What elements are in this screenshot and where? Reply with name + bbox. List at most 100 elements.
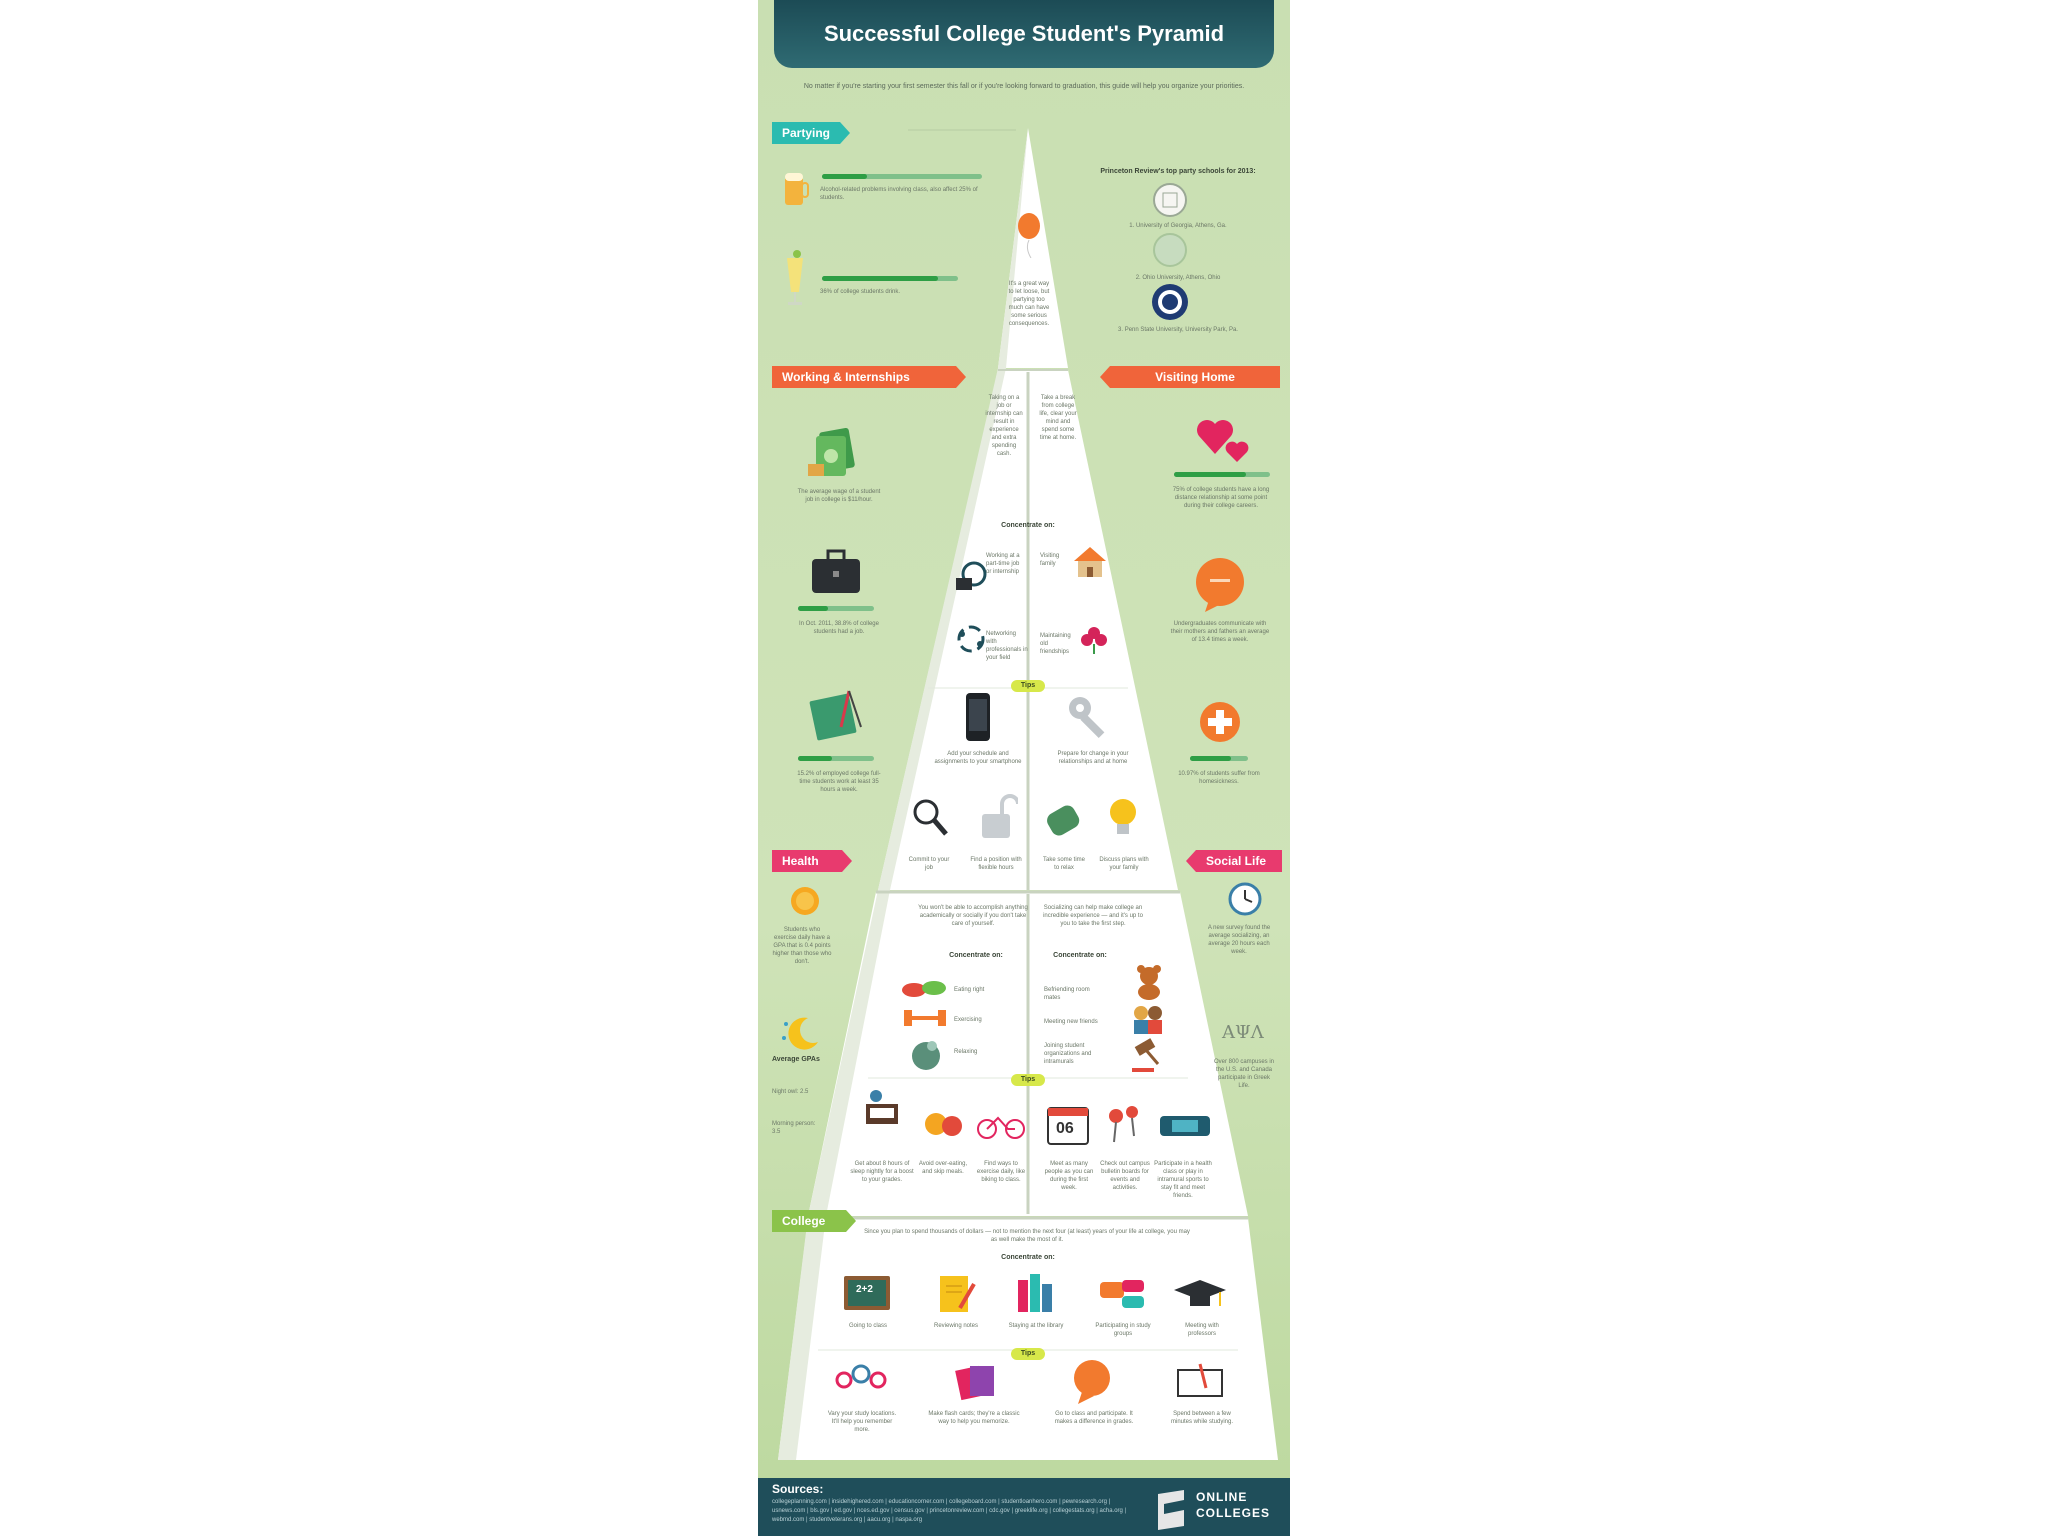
health-tip-3: Find ways to exercise daily, like biking… [976,1161,1026,1183]
calendar-day: 06 [1056,1120,1074,1137]
clock-icon [1228,882,1262,916]
health-stat-1: Students who exercise daily have a GPA t… [772,927,832,965]
college-tip-3: Go to class and participate. It makes a … [1054,1411,1134,1425]
social-stat-1: A new survey found the average socializi… [1207,925,1271,955]
college-concentrate-4: Participating in study groups [1095,1323,1151,1337]
logo-line-2: COLLEGES [1196,1506,1271,1520]
college-tip-2: Make flash cards; they're a classic way … [928,1411,1020,1425]
social-concentrate-1: Befriending room mates [1044,987,1090,1001]
smartphone-icon [964,692,992,742]
working-stat-3: 15.2% of employed college full-time stud… [797,771,881,793]
social-life-tag: Social Life [1186,850,1282,872]
chat-icon [1098,1278,1148,1312]
ticket-icon [1158,1112,1212,1140]
clock-briefcase-icon [954,560,988,594]
partying-bar-1 [822,174,982,179]
visiting-tip-2: Take some time to relax [1042,857,1085,871]
pushpin-icon [1104,1102,1144,1146]
key-icon [1066,694,1116,744]
social-tip-2: Check out campus bulletin boards for eve… [1100,1161,1150,1191]
working-tip-1: Add your schedule and assignments to you… [934,751,1022,765]
teddy-bear-icon [1132,964,1166,1000]
visiting-bar-2 [1190,756,1248,761]
social-stat-2: Over 800 campuses in the U.S. and Canada… [1213,1059,1275,1089]
partying-stat-2: 36% of college students drink. [820,289,901,295]
college-tag: College [772,1210,856,1232]
partying-stat-1: Alcohol-related problems involving class… [820,187,978,201]
college-concentrate-1: Going to class [848,1323,888,1329]
health-intro: You won't be able to accomplish anything… [918,905,1028,927]
graduation-cap-icon [1172,1278,1228,1312]
visiting-stat-3: 10.97% of students suffer from homesickn… [1178,771,1260,785]
partying-bar-2 [822,276,958,281]
location-pins-icon [834,1362,888,1402]
health-gpa-title: Average GPAs [772,1056,820,1063]
drafting-book-icon [808,686,868,742]
working-tip-2: Commit to your job [908,857,950,871]
magnifier-icon [910,796,950,840]
timer-book-icon [1176,1360,1226,1400]
working-tip-3: Find a position with flexible hours [970,857,1022,871]
tips-badge: Tips [1011,680,1045,692]
college-concentrate-2: Reviewing notes [933,1323,979,1329]
social-concentrate-2: Meeting new friends [1044,1019,1098,1025]
subtitle: No matter if you're starting your first … [803,83,1245,90]
social-tip-3: Participate in a health class or play in… [1154,1161,1212,1199]
college-tip-1: Vary your study locations. It'll help yo… [827,1411,897,1433]
college-concentrate-3: Staying at the library [1008,1323,1064,1329]
health-concentrate-2: Exercising [954,1017,982,1023]
bicycle-icon [976,1112,1026,1140]
health-concentrate-3: Relaxing [954,1049,978,1055]
tips-badge: Tips [1011,1348,1045,1360]
gavel-icon [1130,1038,1166,1074]
briefcase-icon [806,544,866,596]
network-icon [954,622,988,656]
social-concentrate-label: Concentrate on: [1053,952,1107,959]
notes-icon [936,1272,976,1316]
concentrate-label: Concentrate on: [1001,522,1055,529]
balloon-icon [1014,212,1044,258]
university-seal-icon [1150,232,1190,268]
sources-label: Sources: [772,1482,824,1496]
college-concentrate-label: Concentrate on: [1001,1254,1055,1261]
flash-cards-icon [954,1360,998,1402]
hand-raise-bubble-icon [1070,1358,1114,1404]
visiting-concentrate-2: Maintaining old friendships [1040,633,1071,655]
college-tip-4: Spend between a few minutes while studyi… [1170,1411,1234,1425]
svg-text:ΑΨΛ: ΑΨΛ [1221,1022,1265,1043]
soap-icon [1044,800,1084,840]
chalkboard-icon: 2+2 [842,1274,892,1314]
working-bar-2 [798,756,874,761]
visiting-tip-1: Prepare for change in your relationships… [1057,751,1129,765]
sources-footer: Sources: collegeplanning.com | insidehig… [758,1478,1290,1536]
health-concentrate-1: Eating right [954,987,985,993]
working-intro: Taking on a job or internship can result… [985,395,1023,457]
party-school-3: 3. Penn State University, University Par… [1118,327,1238,333]
university-seal-icon [1150,282,1190,322]
social-concentrate-3: Joining student organizations and intram… [1044,1043,1092,1065]
medical-cross-icon [1198,700,1242,744]
books-icon [1014,1270,1058,1314]
relax-icon [906,1036,946,1072]
vegetables-icon [900,976,950,1000]
calendar-icon: 06 [1046,1104,1090,1146]
party-school-1: 1. University of Georgia, Athens, Ga. [1129,223,1227,229]
sun-icon [788,884,822,918]
visiting-tag: Visiting Home [1100,366,1280,388]
health-gpa-night: Night owl: 2.5 [772,1089,809,1095]
speech-bubble-icon [1190,556,1250,612]
working-concentrate-2: Networking with professionals in your fi… [986,631,1028,661]
visiting-intro: Take a break from college life, clear yo… [1039,395,1077,441]
university-seal-icon [1150,182,1190,218]
health-tag: Health [772,850,852,872]
visiting-concentrate-1: Visiting family [1040,553,1060,567]
visiting-stat-1: 75% of college students have a long dist… [1172,487,1270,509]
chalkboard-text: 2+2 [856,1284,873,1295]
greek-letters-icon: ΑΨΛ [1220,1018,1270,1044]
sources-text: collegeplanning.com | insidehighered.com… [772,1499,1127,1523]
health-tip-2: Avoid over-eating, and skip meals. [918,1161,968,1175]
infographic-poster: Successful College Student's Pyramid No … [758,0,1290,1536]
pyramid-apex [998,128,1068,368]
visiting-stat-2: Undergraduates communicate with their mo… [1170,621,1270,643]
college-intro: Since you plan to spend thousands of dol… [864,1229,1190,1243]
